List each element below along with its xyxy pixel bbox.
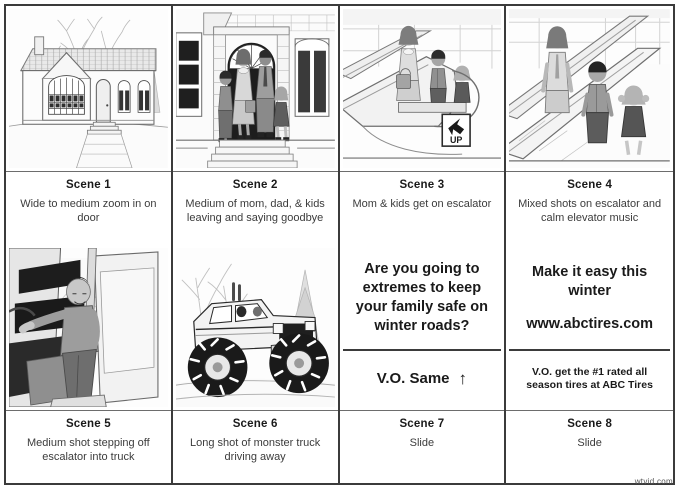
scene-3-label: Scene 3	[399, 179, 445, 191]
storyboard-grid: Scene 1 Wide to medium zoom in on door	[4, 4, 675, 485]
scene-7-voiceover: V.O. Same ↑	[343, 351, 502, 407]
scene-8-vo-text: V.O. get the #1 rated all season tires a…	[526, 365, 653, 391]
scene-3-description: Mom & kids get on escalator	[352, 198, 492, 210]
scene-1-caption: Scene 1 Wide to medium zoom in on door	[6, 172, 171, 245]
scene-6-artwork	[172, 244, 338, 411]
scene-7-caption: Scene 7 Slide	[340, 411, 505, 484]
man-stepping-into-truck-icon	[9, 247, 168, 407]
storyboard-cell-scene-7[interactable]: Are you going to extremes to keep your f…	[339, 244, 507, 484]
scene-2-caption: Scene 2 Medium of mom, dad, & kids leavi…	[173, 172, 338, 245]
scene-2-artwork	[172, 6, 338, 172]
scene-8-slide: Make it easy this winter www.abctires.co…	[506, 245, 673, 411]
storyboard-cell-scene-5[interactable]: Scene 5 Medium shot stepping off escalat…	[6, 244, 173, 484]
scene-3-artwork: UP	[339, 6, 505, 172]
house-exterior-icon	[9, 9, 168, 168]
storyboard-cell-scene-1[interactable]: Scene 1 Wide to medium zoom in on door	[6, 6, 173, 245]
storyboard-cell-scene-3[interactable]: UP Scene 3 Mom & kids get on escalator	[339, 6, 507, 245]
scene-7-vo-text: V.O. Same	[376, 370, 450, 387]
scene-7-label: Scene 7	[399, 417, 445, 430]
svg-text:UP: UP	[449, 135, 461, 145]
scene-5-caption: Scene 5 Medium shot stepping off escalat…	[6, 411, 171, 484]
scene-5-description: Medium shot stepping off escalator into …	[27, 436, 150, 463]
scene-6-label: Scene 6	[232, 417, 278, 430]
scene-8-slide-text: Make it easy this winter www.abctires.co…	[509, 248, 670, 351]
scene-4-caption: Scene 4 Mixed shots on escalator and cal…	[506, 172, 673, 245]
scene-8-description: Slide	[577, 436, 602, 449]
storyboard-cell-scene-2[interactable]: Scene 2 Medium of mom, dad, & kids leavi…	[172, 6, 340, 245]
scene-1-artwork	[6, 6, 171, 172]
scene-7-slide-line-1: Are you going to extremes to keep your f…	[355, 261, 488, 334]
scene-8-slide-line-2: www.abctires.com	[526, 315, 654, 332]
scene-6-caption: Scene 6 Long shot of monster truck drivi…	[173, 411, 338, 484]
scene-4-artwork	[506, 6, 673, 172]
scene-4-label: Scene 4	[567, 179, 613, 191]
scene-8-label: Scene 8	[567, 417, 613, 430]
up-sign: UP	[440, 113, 471, 147]
storyboard-cell-scene-4[interactable]: Scene 4 Mixed shots on escalator and cal…	[506, 6, 673, 245]
monster-truck-icon	[175, 247, 335, 407]
scene-8-caption: Scene 8 Slide	[506, 411, 673, 484]
scene-7-slide-text: Are you going to extremes to keep your f…	[342, 248, 502, 351]
people-riding-escalator-icon	[509, 9, 670, 168]
scene-7-slide: Are you going to extremes to keep your f…	[339, 245, 505, 411]
family-in-doorway-icon	[175, 9, 335, 168]
scene-4-description: Mixed shots on escalator and calm elevat…	[518, 198, 662, 224]
scene-7-description: Slide	[409, 436, 435, 449]
escalator-bottom-with-up-sign-icon: UP	[342, 9, 502, 168]
scene-5-artwork	[6, 244, 171, 411]
scene-5-label: Scene 5	[65, 417, 111, 430]
scene-2-description: Medium of mom, dad, & kids leaving and s…	[185, 198, 325, 224]
watermark: wtvid.com	[634, 477, 673, 486]
scene-1-description: Wide to medium zoom in on door	[20, 198, 157, 224]
storyboard-cell-scene-6[interactable]: Scene 6 Long shot of monster truck drivi…	[172, 244, 340, 484]
arrow-up-icon: ↑	[458, 369, 468, 388]
scene-3-caption: Scene 3 Mom & kids get on escalator	[340, 172, 505, 245]
scene-1-label: Scene 1	[65, 179, 111, 191]
scene-6-description: Long shot of monster truck driving away	[190, 436, 321, 463]
scene-8-slide-line-1: Make it easy this winter	[532, 263, 648, 299]
scene-8-voiceover: V.O. get the #1 rated all season tires a…	[509, 351, 670, 407]
storyboard-cell-scene-8[interactable]: Make it easy this winter www.abctires.co…	[506, 244, 673, 484]
scene-2-label: Scene 2	[232, 179, 278, 191]
